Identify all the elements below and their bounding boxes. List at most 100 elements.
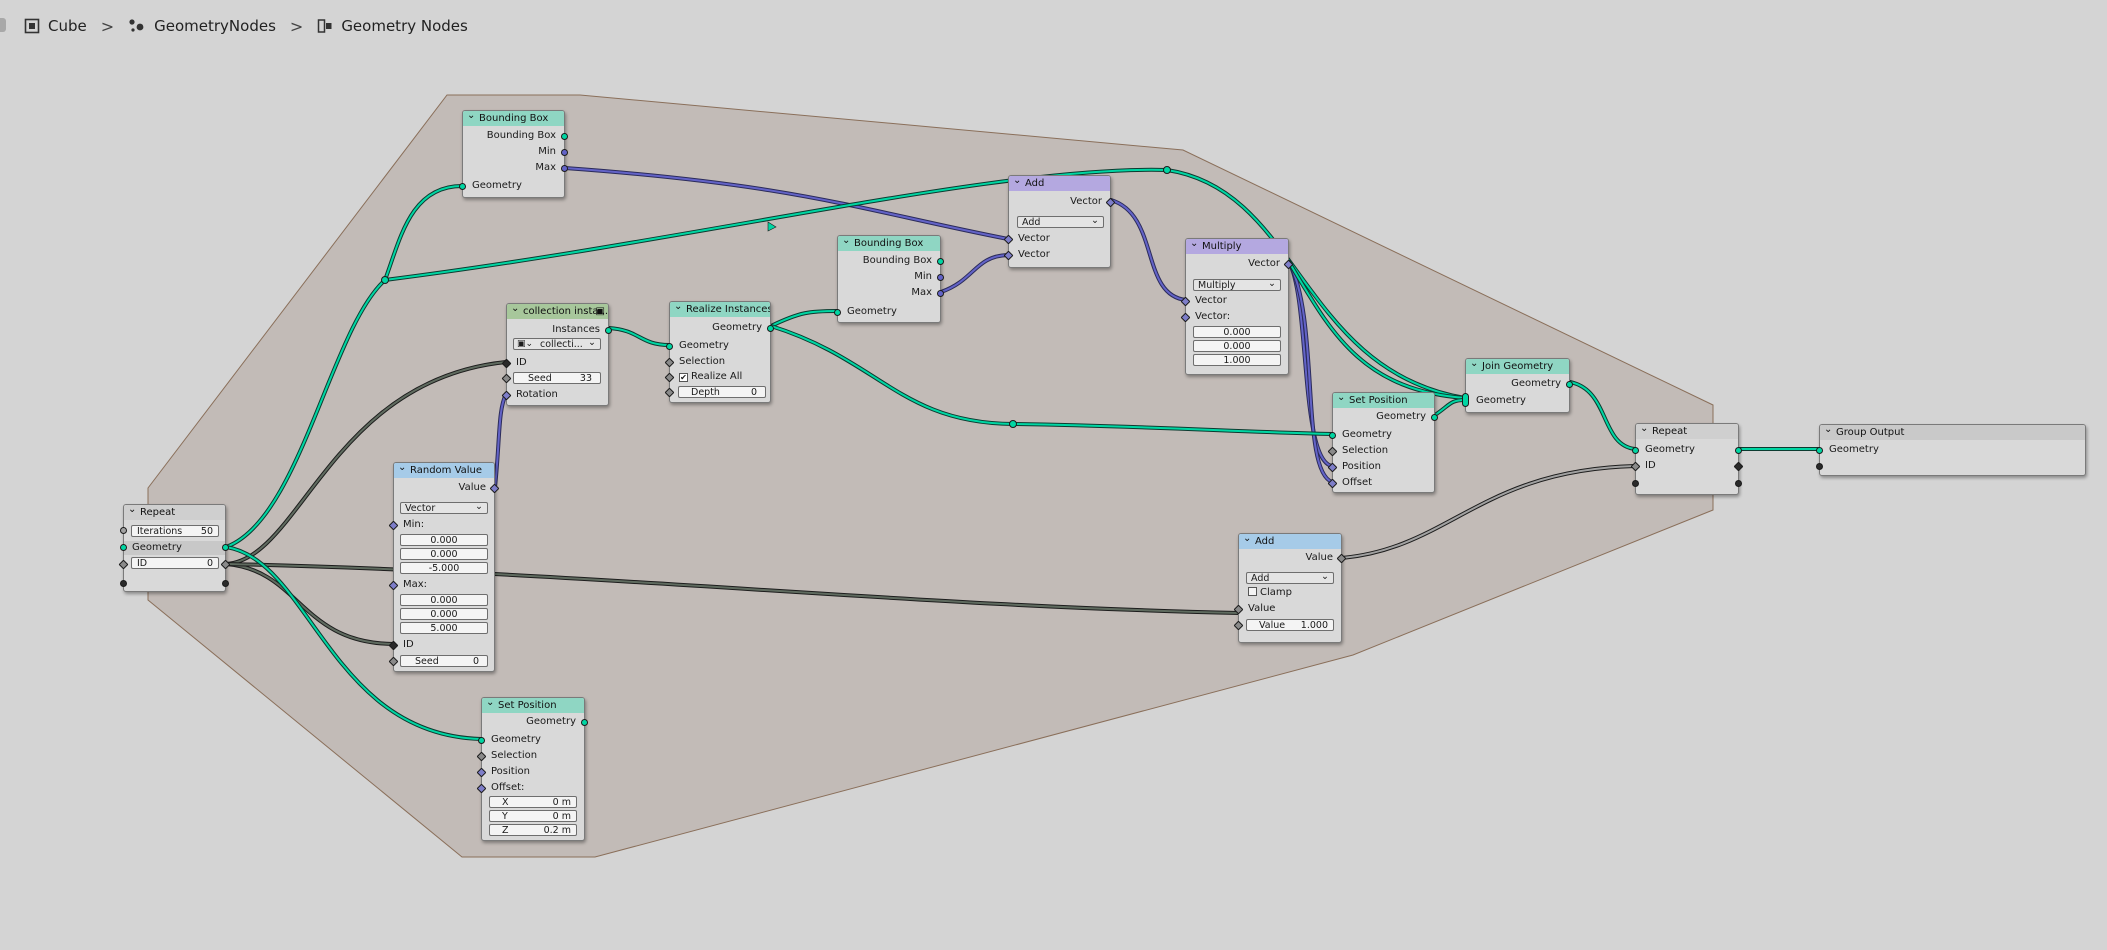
realize-instances-header[interactable]: Realize Instances (670, 302, 770, 317)
vector-multiply-node[interactable]: Multiply Vector Multiply Vector Vector: … (1180, 238, 1294, 375)
collection-instance-header[interactable]: collection insta...▣ (507, 304, 608, 319)
geometry-in-socket[interactable] (1329, 432, 1336, 439)
vector-operation-select[interactable]: Add (1017, 215, 1104, 228)
repeat-output-header[interactable]: Repeat (1636, 424, 1738, 439)
repeat-iterations-socket[interactable] (120, 527, 127, 534)
geometry-in-socket[interactable] (459, 183, 466, 190)
group-output-header[interactable]: Group Output (1820, 425, 2085, 440)
repeat-input-header[interactable]: Repeat (124, 505, 225, 520)
collection-type-icon: ▣⌄ (517, 339, 534, 349)
extend-in-socket[interactable] (1632, 480, 1639, 487)
repeat-geometry-out-socket[interactable] (222, 544, 229, 551)
geometry-in-socket[interactable] (1816, 447, 1823, 454)
breadcrumb-object-label: Cube (48, 17, 87, 35)
geometry-out-socket[interactable] (767, 325, 774, 332)
realize-instances-node[interactable]: Realize Instances Geometry Geometry Sele… (664, 301, 774, 403)
vector-add-node[interactable]: Add Vector Add Vector Vector (1003, 175, 1116, 268)
geometry-multi-in-socket[interactable] (1462, 393, 1469, 407)
region-toggle-handle[interactable] (0, 18, 6, 32)
multiply-operation-select[interactable]: Multiply (1193, 278, 1281, 291)
bounding-box-node[interactable]: Bounding Box Bounding Box Min Max Geomet… (459, 110, 568, 198)
group-output-node[interactable]: Group Output Geometry (1816, 424, 2086, 476)
set-position-node[interactable]: Set Position Geometry Geometry Selection… (476, 697, 588, 841)
breadcrumb-modifier-label: GeometryNodes (154, 17, 276, 35)
breadcrumb-modifier[interactable]: GeometryNodes (128, 17, 276, 35)
realize-all-checkbox[interactable]: ✔ (679, 373, 688, 382)
repeat-extend-out-socket[interactable] (222, 580, 229, 587)
geometry-out-socket[interactable] (1431, 414, 1438, 421)
geometry-in-socket[interactable] (666, 343, 673, 350)
random-type-select[interactable]: Vector (400, 501, 488, 514)
bounding-box-header[interactable]: Bounding Box (463, 111, 564, 126)
multiply-y-field[interactable]: 0.000 (1193, 340, 1281, 352)
bbox-out-socket[interactable] (937, 258, 944, 265)
max-out-socket[interactable] (937, 290, 944, 297)
min-x-field[interactable]: 0.000 (400, 534, 488, 546)
max-y-field[interactable]: 0.000 (400, 608, 488, 620)
bbox-out-socket[interactable] (561, 133, 568, 140)
bounding-box-header[interactable]: Bounding Box (838, 236, 940, 251)
position-in-row: Position (491, 766, 530, 777)
max-out-socket[interactable] (561, 165, 568, 172)
set-position-node[interactable]: Set Position Geometry Geometry Selection… (1327, 392, 1438, 493)
wire-realize-to-bbox2 (770, 310, 838, 327)
position-in-row: Position (1342, 461, 1381, 472)
min-y-field[interactable]: 0.000 (400, 548, 488, 560)
set-position-header[interactable]: Set Position (1333, 393, 1434, 408)
join-geometry-header[interactable]: Join Geometry (1466, 359, 1569, 374)
math-operation-select[interactable]: Add (1246, 571, 1334, 584)
set-position-header[interactable]: Set Position (482, 698, 584, 713)
random-value-header[interactable]: Random Value (394, 463, 494, 478)
multiply-x-field[interactable]: 0.000 (1193, 326, 1281, 338)
vector-in-row: Vector (1018, 249, 1050, 260)
bounding-box-node[interactable]: Bounding Box Bounding Box Min Max Geomet… (834, 235, 944, 323)
multiply-z-field[interactable]: 1.000 (1193, 354, 1281, 366)
repeat-geometry-in-socket[interactable] (120, 544, 127, 551)
offset-z-label: Z (502, 825, 509, 836)
breadcrumb-object[interactable]: Cube (24, 17, 87, 35)
geometry-out-socket[interactable] (1566, 381, 1573, 388)
geometry-in-row: Geometry (1342, 429, 1392, 440)
join-geometry-node[interactable]: Join Geometry Geometry Geometry (1462, 358, 1573, 413)
min-z-field[interactable]: -5.000 (400, 562, 488, 574)
vector-add-header[interactable]: Add (1009, 176, 1110, 191)
clamp-checkbox[interactable] (1248, 587, 1257, 596)
geometry-out-socket[interactable] (581, 719, 588, 726)
geometry-in-socket[interactable] (834, 309, 841, 316)
geometry-in-socket[interactable] (478, 737, 485, 744)
breadcrumb-node-tree[interactable]: Geometry Nodes (317, 17, 468, 35)
extend-in-socket[interactable] (1816, 463, 1823, 470)
clamp-row[interactable]: Clamp (1239, 586, 1341, 600)
geometry-in-socket[interactable] (1632, 447, 1639, 454)
offset-x-label: X (502, 797, 509, 808)
extend-out-socket[interactable] (1735, 480, 1742, 487)
realize-all-row[interactable]: ✔Realize All (670, 370, 770, 384)
max-x-field[interactable]: 0.000 (400, 594, 488, 606)
wire-setpos1-to-join (1434, 399, 1466, 416)
collection-instance-node[interactable]: collection insta...▣ Instances ▣⌄collect… (501, 303, 612, 406)
max-z-field[interactable]: 5.000 (400, 622, 488, 634)
geometry-out-socket[interactable] (1735, 447, 1742, 454)
random-value-node[interactable]: Random Value Value Vector Min: 0.000 0.0… (388, 462, 500, 672)
math-add-header[interactable]: Add (1239, 534, 1341, 549)
min-out-socket[interactable] (937, 274, 944, 281)
repeat-extend-in-socket[interactable] (120, 580, 127, 587)
min-out-socket[interactable] (561, 149, 568, 156)
instances-out-socket[interactable] (605, 327, 612, 334)
vector-out-row: Vector (1248, 258, 1280, 269)
vector-multiply-header[interactable]: Multiply (1186, 239, 1288, 254)
collection-selector[interactable]: ▣⌄collecti... (513, 337, 601, 350)
repeat-output-node[interactable]: Repeat Geometry ID (1630, 423, 1744, 495)
